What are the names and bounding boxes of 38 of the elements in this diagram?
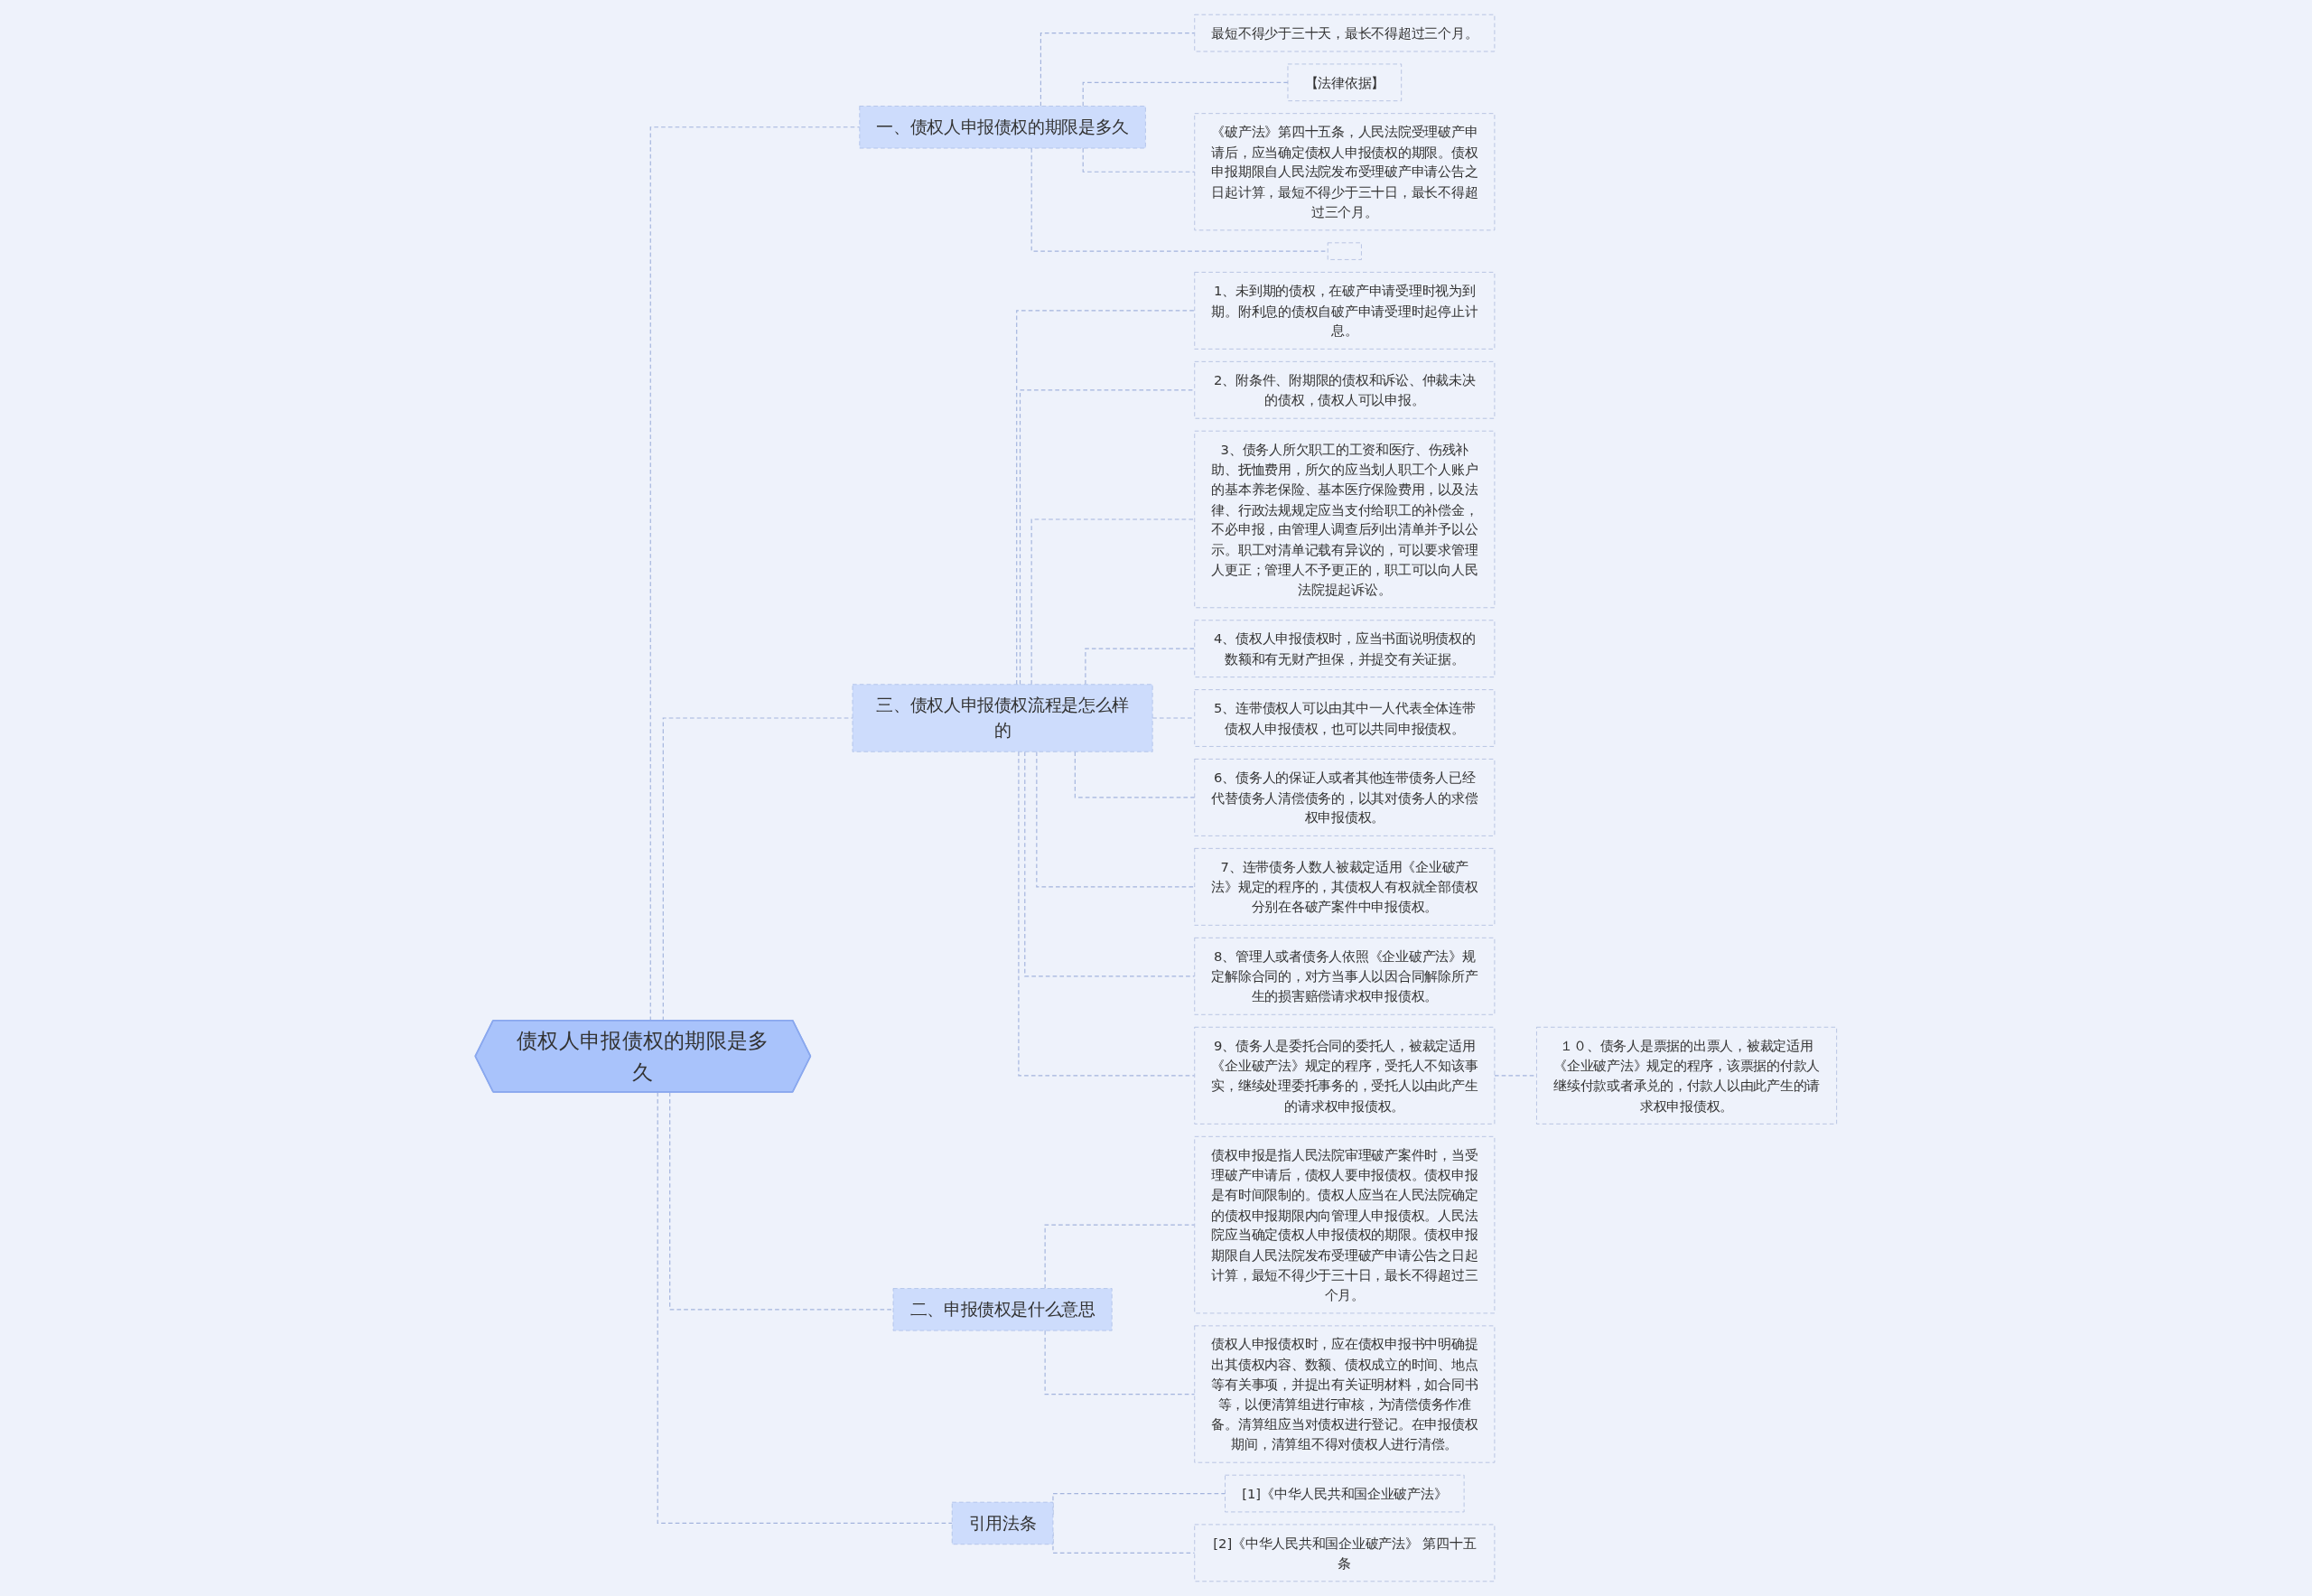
connector	[1024, 751, 1196, 977]
node-box: 最短不得少于三十天，最长不得超过三个月。	[1194, 14, 1496, 52]
connector	[1030, 147, 1328, 252]
connector	[1085, 648, 1196, 686]
connector	[1044, 1224, 1196, 1290]
node-box: 【法律依据】	[1287, 63, 1403, 102]
connector	[1036, 751, 1196, 888]
node-box: 债权人申报债权时，应在债权申报书中明确提出其债权内容、数额、债权成立的时间、地点等有关事项，并提出有关证明材料，如合同书等，以便清算组进行审核，为清偿债务作准备。清算组应当对债权进行登记。在申报债权期间，清算组不得对债权人进行清偿。	[1194, 1325, 1496, 1463]
node-box: [1]《中华人民共和国企业破产法》	[1225, 1474, 1465, 1513]
node-box: 1、未到期的债权，在破产申请受理时视为到期。附利息的债权自破产申请受理时起停止计息。	[1194, 272, 1496, 350]
node-box: 7、连带债务人数人被裁定适用《企业破产法》规定的程序的，其债权人有权就全部债权分别在各破产案件中申报债权。	[1194, 848, 1496, 926]
connector	[1016, 310, 1196, 686]
node-box: 债权申报是指人民法院审理破产案件时，当受理破产申请后，债权人要申报债权。债权申报是有时间限制的。债权人应当在人民法院确定的债权申报期限内向管理人申报债权。人民法院应当确定债权人申报债权的期限。债权申报期限自人民法院发布受理破产申请公告之日起计算，最短不得少于三十日，最长不得超过三个月。	[1194, 1135, 1496, 1314]
connector	[1074, 751, 1196, 798]
node-box: 三、债权人申报债权流程是怎么样的	[852, 684, 1153, 752]
node-box: 4、债权人申报债权时，应当书面说明债权的数额和有无财产担保，并提交有关证据。	[1194, 620, 1496, 677]
connector	[657, 1091, 953, 1525]
node-box: 5、连带债权人可以由其中一人代表全体连带债权人申报债权，也可以共同申报债权。	[1194, 689, 1496, 747]
node-box: 一、债权人申报债权的期限是多久	[859, 106, 1146, 149]
node-box: １０、债务人是票据的出票人，被裁定适用《企业破产法》规定的程序，该票据的付款人继续付款或者承兑的，付款人以由此产生的请求权申报债权。	[1536, 1026, 1838, 1125]
connector	[1082, 81, 1289, 107]
node-box: 9、债务人是委托合同的委托人，被裁定适用《企业破产法》规定的程序，受托人不知该事实，继续处理委托事务的，受托人以由此产生的请求权申报债权。	[1194, 1026, 1496, 1125]
connector	[662, 717, 853, 1022]
connector	[1039, 33, 1196, 107]
connector	[669, 1091, 894, 1311]
connector	[1018, 751, 1196, 1077]
node-box: 2、附条件、附期限的债权和诉讼、仲裁未决的债权，债权人可以申报。	[1194, 361, 1496, 419]
node-box: 二、申报债权是什么意思	[892, 1288, 1113, 1331]
node-box: 3、债务人所欠职工的工资和医疗、伤残补助、抚恤费用，所欠的应当划人职工个人账户的基本养老保险、基本医疗保险费用，以及法律、行政法规规定应当支付给职工的补偿金，不必申报，由管理人调查后列出清单并予以公示。职工对清单记载有异议的，可以要求管理人更正；管理人不予更正的，职工可以向人民法院提起诉讼。	[1194, 430, 1496, 609]
connector	[1030, 518, 1196, 686]
node-box: 6、债务人的保证人或者其他连带债务人已经代替债务人清偿债务的，以其对债务人的求偿权申报债权。	[1194, 759, 1496, 836]
connector	[1044, 1330, 1196, 1395]
node-box	[1327, 242, 1362, 260]
node-box: 8、管理人或者债务人依照《企业破产法》规定解除合同的，对方当事人以因合同解除所产生的损害赔偿请求权申报债权。	[1194, 937, 1496, 1015]
node-box: 引用法条	[951, 1501, 1054, 1545]
node-box: 《破产法》第四十五条，人民法院受理破产申请后，应当确定债权人申报债权的期限。债权申报期限自人民法院发布受理破产申请公告之日起计算，最短不得少于三十日，最长不得超过三个月。	[1194, 113, 1496, 231]
connector	[1020, 389, 1196, 686]
node-box: [2]《中华人民共和国企业破产法》 第四十五条	[1194, 1524, 1496, 1582]
